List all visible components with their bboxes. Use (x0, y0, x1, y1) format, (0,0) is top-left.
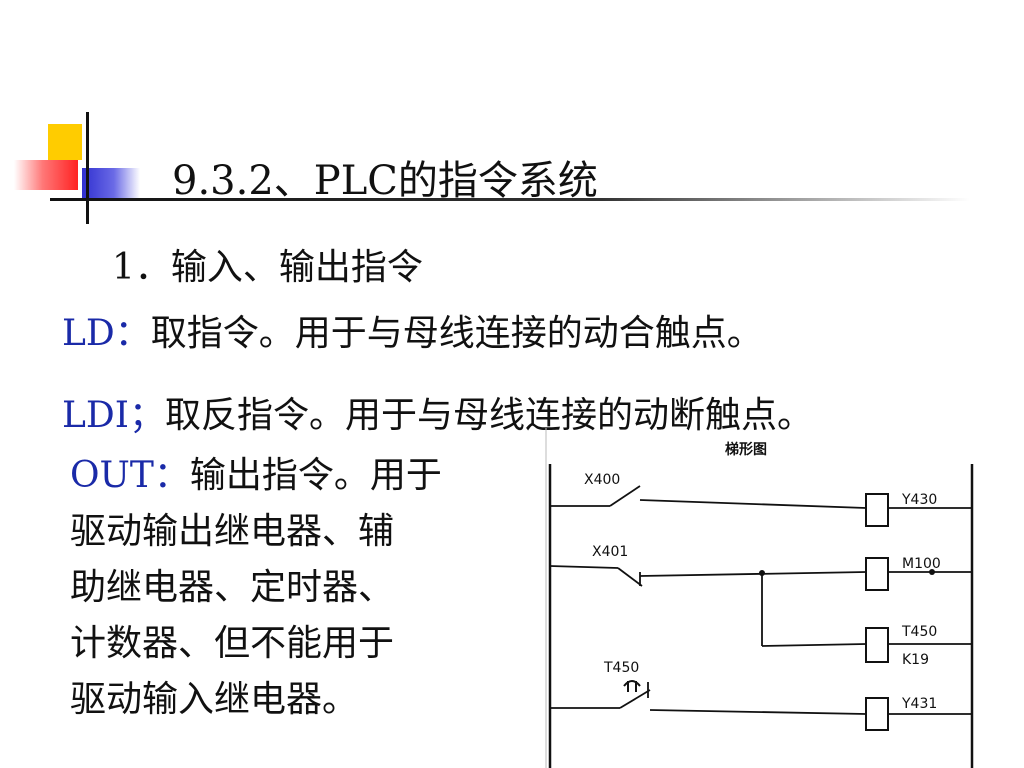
contact-label-t450: T450 (603, 660, 639, 676)
out-line-2: 驱动输出继电器、辅 (70, 511, 395, 552)
out-line-3: 助继电器、定时器、 (70, 567, 395, 608)
out-line-1: 输出指令。用于 (189, 455, 442, 496)
ld-instruction: LD：取指令。用于与母线连接的动合触点。 (62, 304, 763, 356)
ld-description: 取指令。用于与母线连接的动合触点。 (150, 313, 763, 354)
ladder-diagram: 梯形图 X400 Y430 X401 M100 T450 K19 (545, 428, 974, 768)
rung-2: X401 M100 T450 K19 (549, 544, 972, 668)
nc-contact-t450 (619, 689, 651, 709)
rung-1: X400 Y430 (550, 472, 972, 527)
ldi-instruction: LDI；取反指令。用于与母线连接的动断触点。 (62, 386, 813, 438)
coil-m100 (865, 557, 889, 591)
coil-label-y431: Y431 (901, 696, 937, 712)
coil-label-y430: Y430 (901, 492, 937, 508)
deco-red-bar (14, 160, 78, 190)
nc-contact-x401 (617, 567, 643, 587)
contact-label-x400: X400 (584, 472, 620, 488)
slide-title: 9.3.2、PLC的指令系统 (172, 158, 598, 204)
deco-blue-bar (82, 168, 140, 198)
title-underline (50, 198, 970, 201)
out-line-5: 驱动输入继电器。 (70, 679, 359, 720)
coil-label-m100: M100 (902, 556, 941, 572)
ladder-title: 梯形图 (725, 441, 767, 458)
out-keyword: OUT： (70, 455, 190, 496)
contact-label-x401: X401 (592, 544, 628, 560)
junction-node-right (929, 569, 935, 575)
timer-contact-icon (623, 680, 641, 687)
rung-3: T450 Y431 (550, 660, 972, 731)
section-heading: 1．输入、输出指令 (112, 247, 423, 288)
coil-t450 (865, 627, 889, 663)
out-instruction: OUT：输出指令。用于 驱动输出继电器、辅 助继电器、定时器、 计数器、但不能用… (70, 448, 530, 728)
no-contact-x400 (609, 485, 641, 507)
ld-keyword: LD： (62, 313, 151, 354)
deco-yellow-square (48, 124, 82, 160)
coil-label-t450: T450 (901, 624, 937, 640)
coil-y431 (865, 697, 889, 731)
coil-param-k19: K19 (902, 652, 929, 668)
out-line-4: 计数器、但不能用于 (70, 623, 395, 664)
deco-vertical-line (86, 112, 89, 224)
coil-y430 (865, 493, 889, 527)
ldi-keyword: LDI； (62, 395, 165, 436)
ldi-description: 取反指令。用于与母线连接的动断触点。 (165, 395, 814, 436)
